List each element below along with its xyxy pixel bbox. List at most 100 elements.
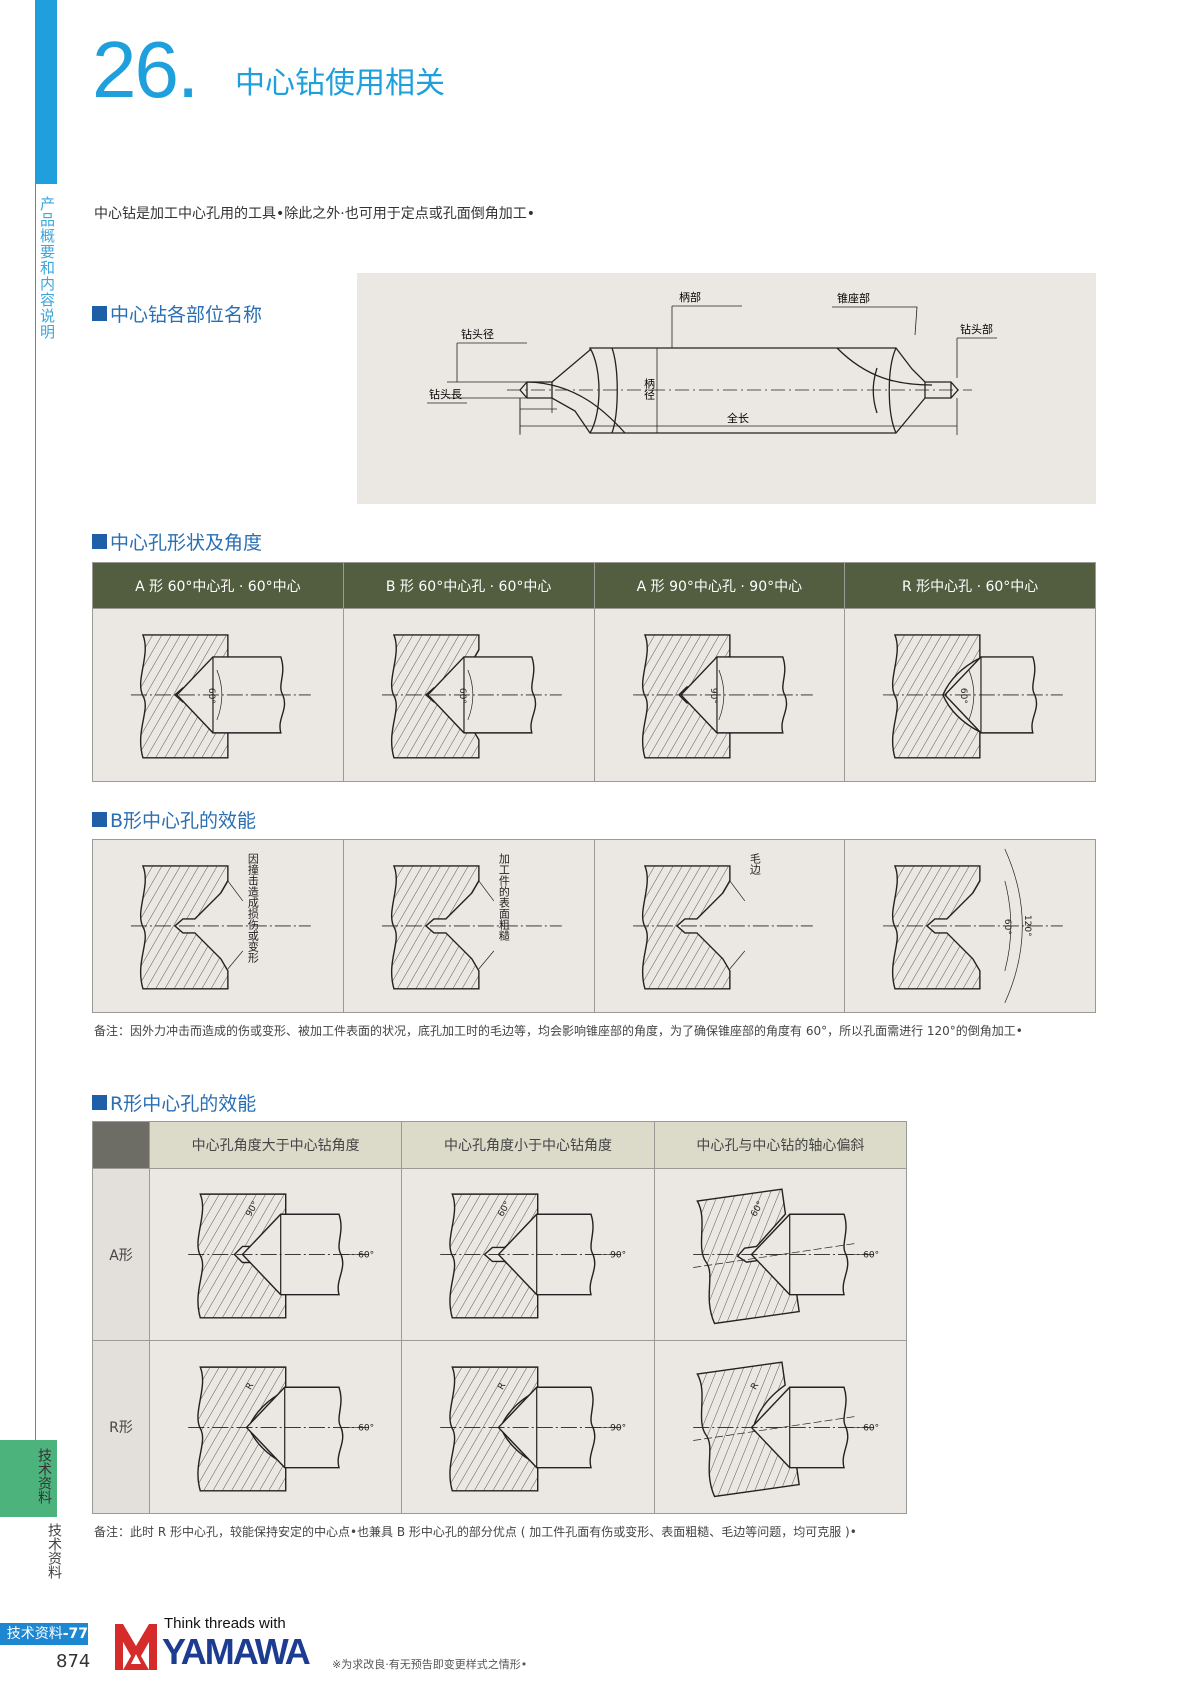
chapter-tab[interactable]: 技术资料: [0, 1440, 57, 1517]
rtype-drawing: R 90°: [440, 1365, 626, 1492]
btype-drawing: 60° 120°: [883, 848, 1064, 1004]
section-heading-parts: 中心钻各部位名称: [92, 300, 262, 327]
rtype-cell: 60°60°: [653, 1168, 908, 1341]
angle-label: 60°: [358, 1251, 374, 1261]
workpiece: [892, 634, 981, 759]
rtype-drawing: 60°90°: [440, 1193, 626, 1319]
angle-label: 90°: [610, 1423, 626, 1433]
label-tip-length: 钻头長: [429, 387, 462, 401]
angle-arc: [467, 669, 473, 721]
workpiece-section: [449, 1193, 539, 1319]
shape-cell: 90°: [593, 608, 846, 782]
intro-text: 中心钻是加工中心孔用的工具•除此之外·也可用于定点或孔面倒角加工•: [94, 206, 535, 222]
chapter-tab-label: 技术资料: [36, 1448, 52, 1504]
rtype-drawing: R 60°: [692, 1360, 879, 1497]
shape-cell: 60°: [844, 608, 1096, 782]
hole-shapes-table: A 形 60°中心孔 · 60°中心 B 形 60°中心孔 · 60°中心 A …: [92, 562, 1096, 782]
workpiece: [139, 865, 229, 990]
angle-arc: [216, 669, 223, 721]
side-chapter-label: 产品概要和内容说明: [38, 196, 56, 340]
brand-name: YAMAWA: [162, 1631, 311, 1672]
rtype-drawing: R 60°: [188, 1365, 374, 1492]
heading-text: R形中心孔的效能: [110, 1093, 257, 1115]
angle-label: 60°: [1002, 919, 1012, 935]
workpiece-section: [641, 865, 731, 990]
angle-label: R: [244, 1380, 256, 1391]
rtype-cell: R 60°: [653, 1340, 908, 1514]
workpiece: [449, 1193, 539, 1319]
btype-cell: 因撞击造成损伤或变形: [92, 839, 344, 1013]
rtype-cell: 60°90°: [401, 1168, 655, 1341]
section-number: 26.: [92, 25, 199, 114]
btype-drawing: 因撞击造成损伤或变形: [130, 853, 311, 990]
page-tab-suffix: -77: [62, 1626, 88, 1642]
workpiece-section: [449, 1365, 539, 1492]
rtype-note: 备注：此时 R 形中心孔，较能保持安定的中心点•也兼具 B 形中心孔的部分优点 …: [94, 1525, 857, 1539]
square-bullet-icon: [92, 534, 107, 549]
column-header: 中心孔角度小于中心钻角度: [401, 1121, 655, 1169]
side-section-label: 技术资料: [46, 1523, 62, 1579]
brand-slogan: Think threads with: [164, 1615, 286, 1632]
angle-label: 60°: [863, 1423, 879, 1433]
rtype-table: 中心孔角度大于中心钻角度 中心孔角度小于中心钻角度 中心孔与中心钻的轴心偏斜 A…: [92, 1121, 908, 1514]
column-header: B 形 60°中心孔 · 60°中心: [342, 562, 595, 609]
shape-cell: 60°: [342, 608, 595, 782]
page-number: 874: [56, 1651, 91, 1672]
angle-arc-outer: [1004, 848, 1023, 1004]
label-total-length: 全长: [727, 411, 749, 425]
callout-leader: [729, 880, 745, 970]
square-bullet-icon: [92, 1095, 107, 1110]
column-header: R 形中心孔 · 60°中心: [844, 562, 1096, 609]
callout-label: 加工件的表面粗糙: [497, 853, 510, 942]
center-drill-drawing: 柄部 锥座部 钻头部 钻头径 钻头長 全长 柄径: [427, 290, 997, 435]
workpiece: [641, 865, 731, 990]
rtype-cell: 90°60°: [148, 1168, 403, 1341]
workpiece: [197, 1193, 287, 1319]
angle-label: 60°: [206, 688, 216, 704]
square-bullet-icon: [92, 812, 107, 827]
drill-outline: [519, 347, 959, 434]
page-title: 中心钻使用相关: [235, 66, 445, 101]
rtype-cell: R 60°: [148, 1340, 403, 1514]
column-header: A 形 90°中心孔 · 90°中心: [593, 562, 846, 609]
heading-text: 中心孔形状及角度: [110, 532, 263, 554]
side-rule: [35, 184, 36, 1440]
angle-arc: [718, 669, 724, 721]
column-header: 中心孔与中心钻的轴心偏斜: [653, 1121, 908, 1169]
callout-label: 因撞击造成损伤或变形: [246, 853, 259, 964]
workpiece-section: [892, 634, 981, 759]
workpiece: [197, 1365, 287, 1492]
angle-label: R: [497, 1380, 509, 1391]
btype-cell: 毛边: [593, 839, 846, 1013]
footnote: ※为求改良·有无预告即变更样式之情形•: [332, 1658, 528, 1671]
rtype-drawing: 60°60°: [692, 1188, 879, 1325]
angle-label: 60°: [358, 1423, 374, 1433]
btype-drawing: 毛边: [632, 853, 813, 990]
btype-drawing: 加工件的表面粗糙: [381, 853, 562, 990]
workpiece-section: [139, 865, 229, 990]
shape-cell: 60°: [92, 608, 344, 782]
angle-label: 60°: [863, 1251, 879, 1261]
callout-leader: [478, 880, 494, 970]
angle-label: 90°: [610, 1251, 626, 1261]
heading-text: 中心钻各部位名称: [110, 304, 263, 326]
section-heading-btype: B形中心孔的效能: [92, 806, 256, 833]
angle-label: R: [749, 1380, 761, 1391]
row-label: A形: [92, 1168, 150, 1341]
btype-cell: 加工件的表面粗糙: [342, 839, 595, 1013]
angle-label: 90°: [707, 688, 717, 704]
angle-arc: [968, 669, 975, 721]
label-tip: 钻头部: [960, 322, 993, 336]
section-color-bar: [35, 0, 57, 184]
column-header: 中心孔角度大于中心钻角度: [148, 1121, 403, 1169]
label-shank: 柄部: [679, 290, 701, 304]
yamawa-logo-icon: [115, 1624, 157, 1670]
column-header: A 形 60°中心孔 · 60°中心: [92, 562, 344, 609]
btype-cell: 60° 120°: [844, 839, 1096, 1013]
label-tip-diameter: 钻头径: [461, 327, 494, 341]
rtype-cell: R 90°: [401, 1340, 655, 1514]
workpiece-section: [390, 865, 480, 990]
btype-note: 备注：因外力冲击而造成的伤或变形、被加工件表面的状况，底孔加工时的毛边等，均会影…: [94, 1024, 1023, 1038]
angle-label: 120°: [1022, 915, 1032, 937]
workpiece-section: [197, 1193, 287, 1319]
